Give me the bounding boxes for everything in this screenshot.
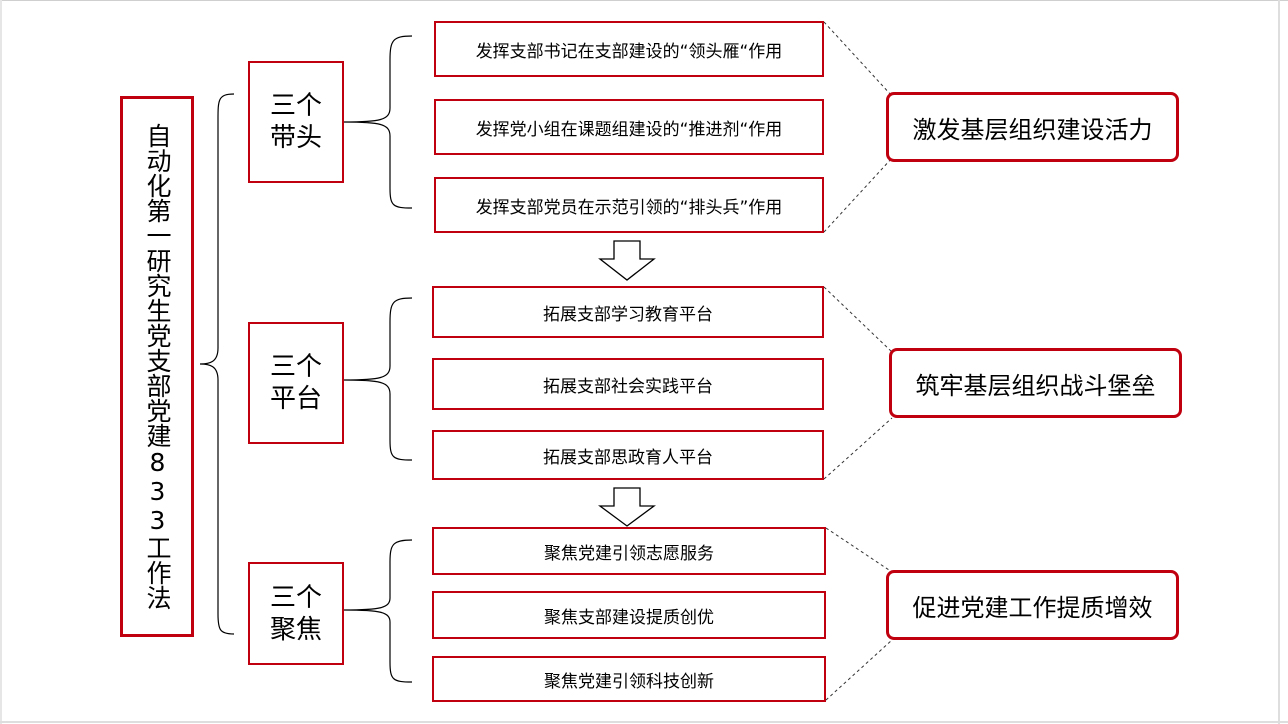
frame-right	[1278, 0, 1280, 724]
result-box-3: 促进党建工作提质增效	[886, 570, 1179, 640]
item-label: 聚焦党建引领志愿服务	[544, 543, 714, 564]
item-label: 拓展支部思政育人平台	[543, 447, 713, 468]
item-box-1-2: 发挥党小组在课题组建设的“推进剂“作用	[434, 99, 824, 155]
brace-group-3	[343, 539, 413, 683]
result-box-1: 激发基层组织建设活力	[886, 92, 1179, 162]
item-box-3-2: 聚焦支部建设提质创优	[432, 591, 826, 639]
root-box: 自动化第一研究生党支部党建833工作法	[120, 96, 194, 637]
item-box-3-1: 聚焦党建引领志愿服务	[432, 527, 826, 575]
brace-group-1	[343, 35, 413, 209]
group-box-3: 三个聚焦	[248, 562, 344, 665]
dashed-links	[823, 21, 893, 701]
item-label: 拓展支部学习教育平台	[543, 304, 713, 325]
item-label: 发挥支部书记在支部建设的“领头雁“作用	[475, 41, 783, 62]
item-box-2-1: 拓展支部学习教育平台	[432, 286, 824, 338]
frame-bottom	[0, 721, 1288, 723]
frame-left	[0, 0, 2, 724]
item-box-2-2: 拓展支部社会实践平台	[432, 358, 824, 410]
item-label: 发挥党小组在课题组建设的“推进剂“作用	[475, 119, 783, 140]
item-label: 拓展支部社会实践平台	[543, 376, 713, 397]
down-arrow-1	[598, 240, 656, 281]
result-box-2: 筑牢基层组织战斗堡垒	[889, 348, 1182, 418]
result-label-3: 促进党建工作提质增效	[912, 593, 1153, 622]
item-box-2-3: 拓展支部思政育人平台	[432, 430, 824, 480]
group-label-3: 三个聚焦	[269, 582, 322, 645]
item-box-1-1: 发挥支部书记在支部建设的“领头雁“作用	[434, 21, 824, 77]
item-label: 聚焦党建引领科技创新	[544, 671, 714, 692]
item-box-3-3: 聚焦党建引领科技创新	[432, 656, 826, 702]
item-box-1-3: 发挥支部党员在示范引领的“排头兵”作用	[434, 177, 824, 233]
down-arrow-2	[598, 487, 656, 527]
item-label: 聚焦支部建设提质创优	[544, 607, 714, 628]
brace-group-2	[343, 297, 413, 461]
root-brace	[199, 93, 235, 635]
group-label-1: 三个带头	[269, 91, 322, 153]
item-label: 发挥支部党员在示范引领的“排头兵”作用	[475, 197, 783, 218]
group-box-2: 三个平台	[248, 322, 344, 444]
result-label-1: 激发基层组织建设活力	[912, 115, 1153, 144]
root-label: 自动化第一研究生党支部党建833工作法	[143, 123, 172, 610]
group-label-2: 三个平台	[269, 352, 322, 414]
frame-top	[0, 0, 1288, 1]
result-label-2: 筑牢基层组织战斗堡垒	[915, 371, 1156, 400]
group-box-1: 三个带头	[248, 61, 344, 183]
